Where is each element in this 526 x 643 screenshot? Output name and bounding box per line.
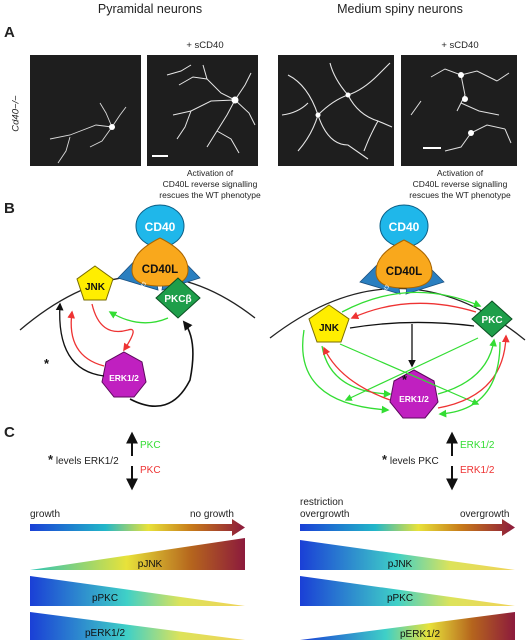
cd40-label-left: CD40 [145, 220, 176, 234]
caption-left-line2: CD40L reverse signalling [162, 179, 258, 189]
growth-scale-arrow-right [300, 519, 515, 536]
ppkc-wedge-left [30, 576, 245, 606]
scale-right-start-line1: restriction [300, 497, 344, 508]
caption-right-line1: Activation of [436, 168, 484, 178]
cd40l-label-right: CD40L [386, 266, 422, 278]
perk-wedge-right [300, 612, 515, 640]
wedge-label-pjnk-right: pJNK [388, 559, 413, 570]
pkc-node-right [471, 300, 513, 338]
caption-right-line3: rescues the WT phenotype [409, 190, 511, 200]
jnk-label-left: JNK [85, 282, 106, 293]
micrograph-msn-rescued [401, 55, 517, 166]
caption-left: Activation of CD40L reverse signalling r… [150, 168, 270, 201]
micrograph-msn-knockout [278, 55, 394, 166]
jnk-to-erk-outer-activation [302, 329, 390, 414]
jnk-to-pkc-activation [341, 291, 482, 313]
star-mark-right: * [382, 452, 388, 467]
cd40l-node-right [375, 239, 433, 289]
down-label-left: PKC [140, 465, 161, 476]
right-column-title: Medium spiny neurons [337, 2, 463, 16]
cd40l-node-left [131, 237, 189, 287]
pkc-node-left [155, 277, 201, 319]
cross-activation-1 [339, 343, 480, 406]
pkc-to-erk-activation [438, 341, 501, 418]
wedge-label-ppkc-right: pPKC [387, 593, 413, 604]
caption-left-line3: rescues the WT phenotype [159, 190, 261, 200]
erk-to-pkc-activation [437, 338, 497, 395]
jnk-erk-inhibition-left [91, 303, 134, 352]
pjnk-wedge-right [300, 540, 515, 570]
down-label-right: ERK1/2 [460, 465, 495, 476]
perk-wedge-left [30, 612, 245, 640]
pkc-label-left: PKCβ [164, 294, 191, 305]
wedge-label-pjnk-left: pJNK [138, 559, 163, 570]
micrograph-pyramidal-knockout [30, 55, 141, 166]
pkc-label-right: PKC [481, 315, 502, 326]
ppkc-wedge-right [300, 576, 515, 606]
wedge-label-perk-left: pERK1/2 [85, 628, 125, 639]
scale-right-start-line2: overgrowth [300, 509, 350, 520]
star-left: * [44, 356, 50, 371]
jnk-node-right [308, 304, 350, 343]
star-right: * [402, 372, 408, 387]
neuron-sketch [281, 62, 393, 160]
sh3-label-left: SH3 [137, 281, 149, 295]
levels-text-right: levels PKC [389, 456, 439, 467]
cross-activation-2 [344, 337, 479, 401]
neuron-sketch [410, 68, 512, 152]
pjnk-wedge-left [30, 538, 245, 570]
erk-label-right: ERK1/2 [399, 394, 429, 404]
star-levels-left: * levels ERK1/2 [48, 452, 119, 467]
jnk-label-right: JNK [319, 323, 340, 334]
growth-scale-arrow-left [30, 519, 245, 536]
jnk-pkc-link [349, 321, 475, 329]
treatment-label-right: + sCD40 [441, 40, 479, 51]
erk-to-jnk-left [55, 302, 105, 377]
erk-to-pkc-inhibition [437, 334, 510, 409]
jnk-to-erk-activation [321, 345, 392, 398]
star-levels-right: * levels PKC [382, 452, 439, 467]
up-label-right: ERK1/2 [460, 440, 495, 451]
erk-node-left [101, 351, 147, 398]
cd40-label-right: CD40 [389, 220, 420, 234]
scale-left-start: growth [30, 509, 61, 520]
scale-left-end: no growth [190, 509, 234, 520]
micrograph-pyramidal-rescued [147, 55, 258, 166]
pkc-to-jnk-activation-left [108, 311, 169, 324]
caption-right-line2: CD40L reverse signalling [412, 179, 508, 189]
treatment-label-left: + sCD40 [186, 40, 224, 51]
star-mark-left: * [48, 452, 54, 467]
caption-left-line1: Activation of [186, 168, 234, 178]
cd40l-label-left: CD40L [142, 264, 178, 276]
neuron-sketch [152, 64, 256, 157]
left-column-title: Pyramidal neurons [97, 2, 203, 16]
erk-to-jnk-inhibition-right [323, 346, 391, 401]
scale-right-end: overgrowth [460, 509, 510, 520]
sh3-label-right: SH3 [380, 284, 392, 298]
neuron-sketch [49, 102, 127, 164]
up-label-left: PKC [140, 440, 161, 451]
pkc-to-jnk-inhibition [350, 302, 477, 320]
erk-label-left: ERK1/2 [109, 373, 139, 383]
panel-a-letter: A [4, 24, 15, 41]
erk-to-pkc-left [129, 320, 194, 408]
caption-right: Activation of CD40L reverse signalling r… [400, 168, 520, 201]
wedge-label-perk-right: pERK1/2 [400, 629, 440, 640]
jnk-node-left [76, 265, 114, 301]
panel-c-letter: C [4, 424, 15, 441]
panel-b-letter: B [4, 200, 15, 217]
wedge-label-ppkc-left: pPKC [92, 593, 118, 604]
levels-text-left: levels ERK1/2 [55, 456, 119, 467]
erk-to-jnk-inhibition-left [67, 310, 105, 367]
